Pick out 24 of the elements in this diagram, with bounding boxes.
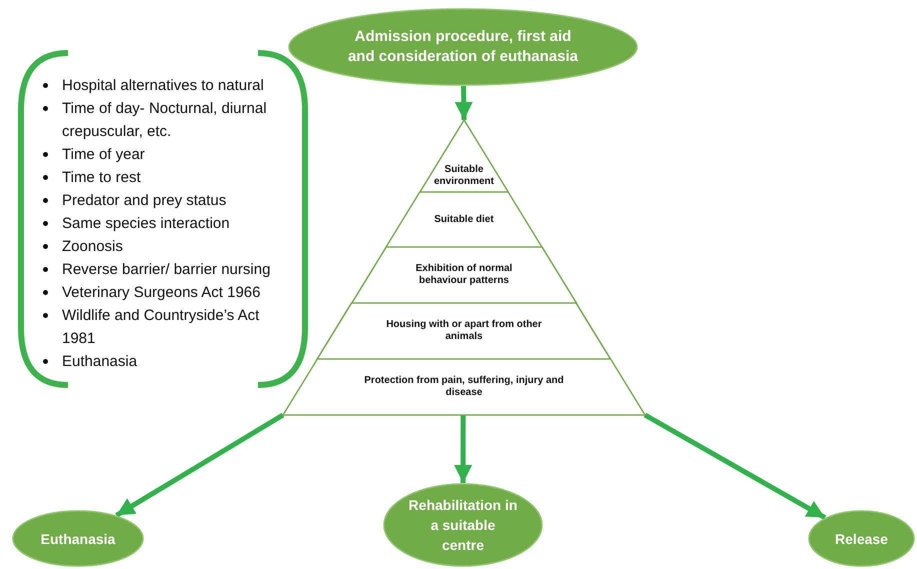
node-label: Euthanasia — [40, 530, 116, 548]
node-label: Release — [835, 530, 888, 548]
arrow — [644, 412, 826, 520]
layer-label: Housing with or apart from other animals — [385, 319, 543, 343]
layer-label: Suitable diet — [434, 214, 494, 226]
list-item: Predator and prey status — [62, 191, 228, 211]
list-item: Wildlife and Countryside’s Act 1981 — [62, 306, 260, 349]
arrow — [454, 415, 472, 483]
layer-label: Exhibition of normal behaviour patterns — [414, 263, 514, 287]
list-item: Hospital alternatives to natural — [62, 76, 265, 96]
list-item: Reverse barrier/ barrier nursing — [62, 260, 272, 280]
list-item: Euthanasia — [62, 352, 138, 372]
list-item: Time of year — [62, 145, 146, 165]
list-item: Time to rest — [62, 168, 142, 188]
arrow — [115, 412, 284, 518]
list-item: Same species interaction — [62, 214, 231, 234]
list-item: Zoonosis — [62, 237, 124, 257]
list-item: Time of day- Nocturnal, diurnal crepuscular, etc. — [62, 99, 268, 142]
arrow — [454, 86, 473, 120]
node-label: Rehabilitation in a suitable centre — [408, 496, 518, 555]
node-label: Admission procedure, first aid and consideration of euthanasia — [346, 27, 580, 67]
layer-label: Suitable environment — [432, 164, 495, 188]
list-item: Veterinary Surgeons Act 1966 — [62, 283, 262, 303]
layer-label: Protection from pain, suffering, injury and disease — [363, 375, 565, 399]
